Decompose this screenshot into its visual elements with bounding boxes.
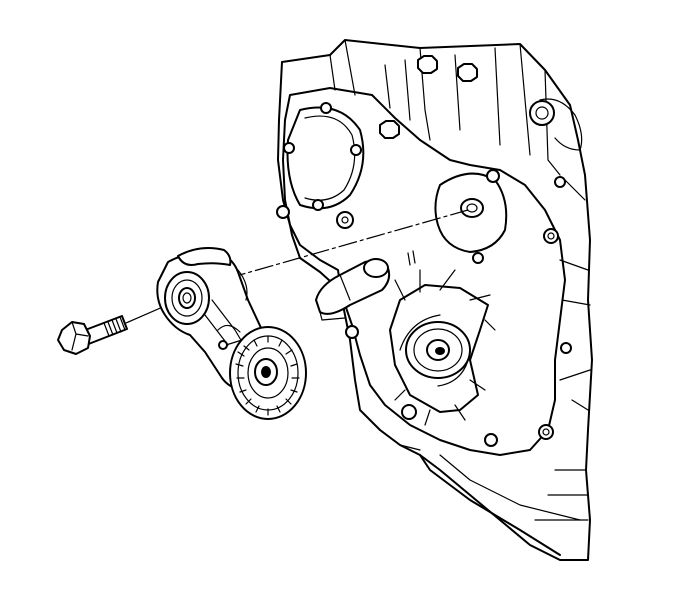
tensioner-mounting-boss xyxy=(434,169,508,264)
water-pump-pulley-hub xyxy=(389,269,496,426)
tensioner-bolt xyxy=(57,315,128,355)
tensioner-pulley xyxy=(229,326,307,420)
engine-front-cover xyxy=(276,39,593,561)
